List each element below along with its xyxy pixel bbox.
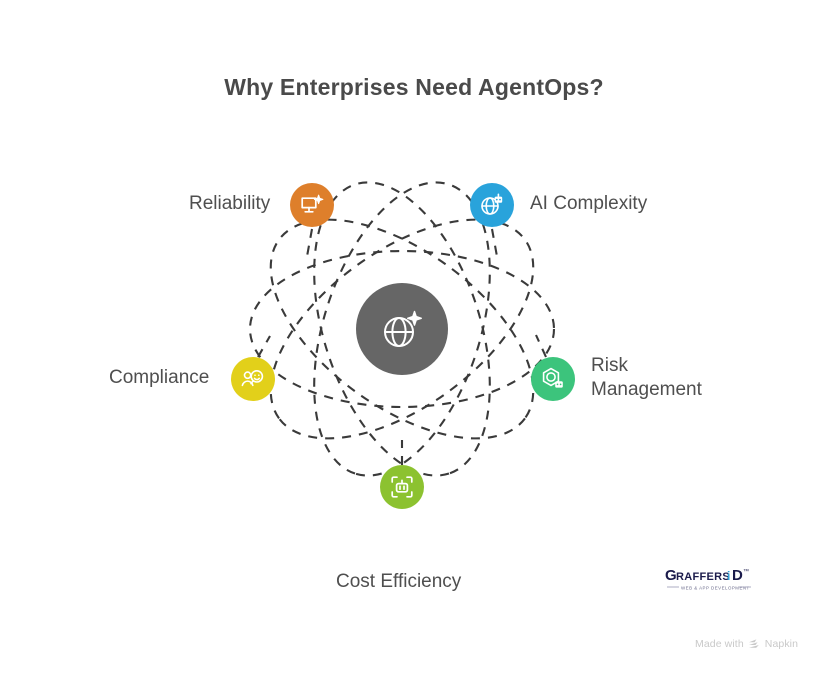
watermark-prefix-text: Made with	[695, 638, 744, 650]
monitor-sparkle-icon	[299, 192, 325, 218]
people-badge-icon	[240, 366, 266, 392]
brand-tagline: WEB & APP DEVELOPMENT	[681, 586, 750, 591]
connector-compliance	[257, 335, 271, 358]
napkin-watermark[interactable]: Made with Napkin	[695, 638, 798, 650]
napkin-logo-icon	[748, 638, 761, 650]
page-title: Why Enterprises Need AgentOps?	[224, 74, 604, 100]
label-reliability: Reliability	[189, 193, 271, 214]
node-reliability[interactable]	[290, 183, 334, 227]
label-compliance: Compliance	[109, 367, 210, 388]
node-cost-efficiency[interactable]	[380, 465, 424, 509]
globe-robot-icon	[479, 192, 505, 218]
label-cost-efficiency: Cost Efficiency	[336, 571, 462, 592]
hub-node[interactable]	[356, 283, 448, 375]
node-risk-management[interactable]	[531, 357, 575, 401]
graffersid-logo: G RAFFERS i D ™ WEB & APP DEVELOPMENT	[665, 565, 757, 593]
globe-sparkle-icon	[376, 303, 428, 355]
node-compliance[interactable]	[231, 357, 275, 401]
connector-risk-management	[535, 334, 547, 358]
brand-letter-d: D	[732, 567, 743, 584]
connector-ai-complexity	[490, 228, 500, 263]
brand-text-raffers: RAFFERS	[676, 571, 730, 583]
brand-letter-i: i	[727, 569, 730, 583]
connector-reliability	[304, 228, 314, 263]
brand-trademark: ™	[743, 568, 749, 575]
robot-scan-frame-icon	[389, 474, 415, 500]
watermark-suffix-text: Napkin	[764, 638, 799, 650]
label-risk-management: Risk Management	[591, 355, 702, 400]
hexagon-shield-robot-icon	[540, 366, 566, 392]
label-ai-complexity: AI Complexity	[530, 193, 648, 214]
brand-letter-g: G	[665, 567, 677, 584]
node-ai-complexity[interactable]	[470, 183, 514, 227]
